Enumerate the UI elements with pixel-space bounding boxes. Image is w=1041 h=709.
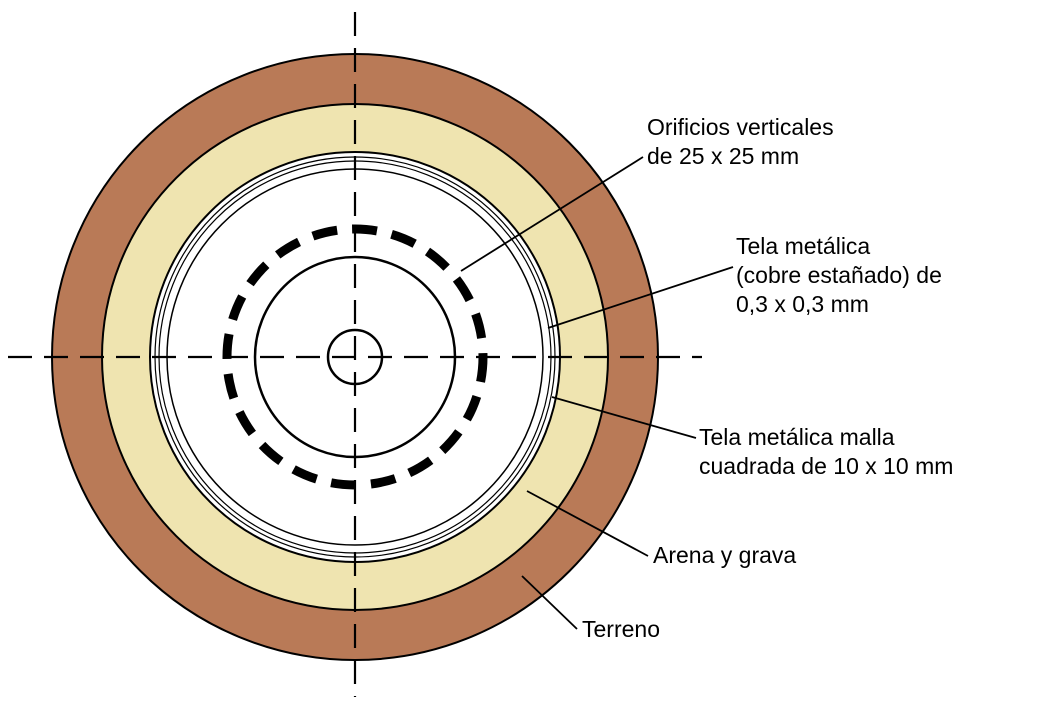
label-tela-metalica-cobre: Tela metálica (cobre estañado) de 0,3 x … <box>736 233 942 317</box>
leader-terreno <box>521 575 578 630</box>
leader-arena <box>526 490 649 557</box>
leader-orificios <box>460 156 644 272</box>
label-tela-metalica-malla: Tela metálica malla cuadrada de 10 x 10 … <box>699 424 954 479</box>
label-arena-y-grava: Arena y grava <box>653 542 797 568</box>
leader-tela-cobre <box>547 266 734 329</box>
label-terreno: Terreno <box>582 616 660 642</box>
label-orificios-verticales: Orificios verticales de 25 x 25 mm <box>647 114 834 169</box>
leader-tela-malla <box>551 396 697 439</box>
